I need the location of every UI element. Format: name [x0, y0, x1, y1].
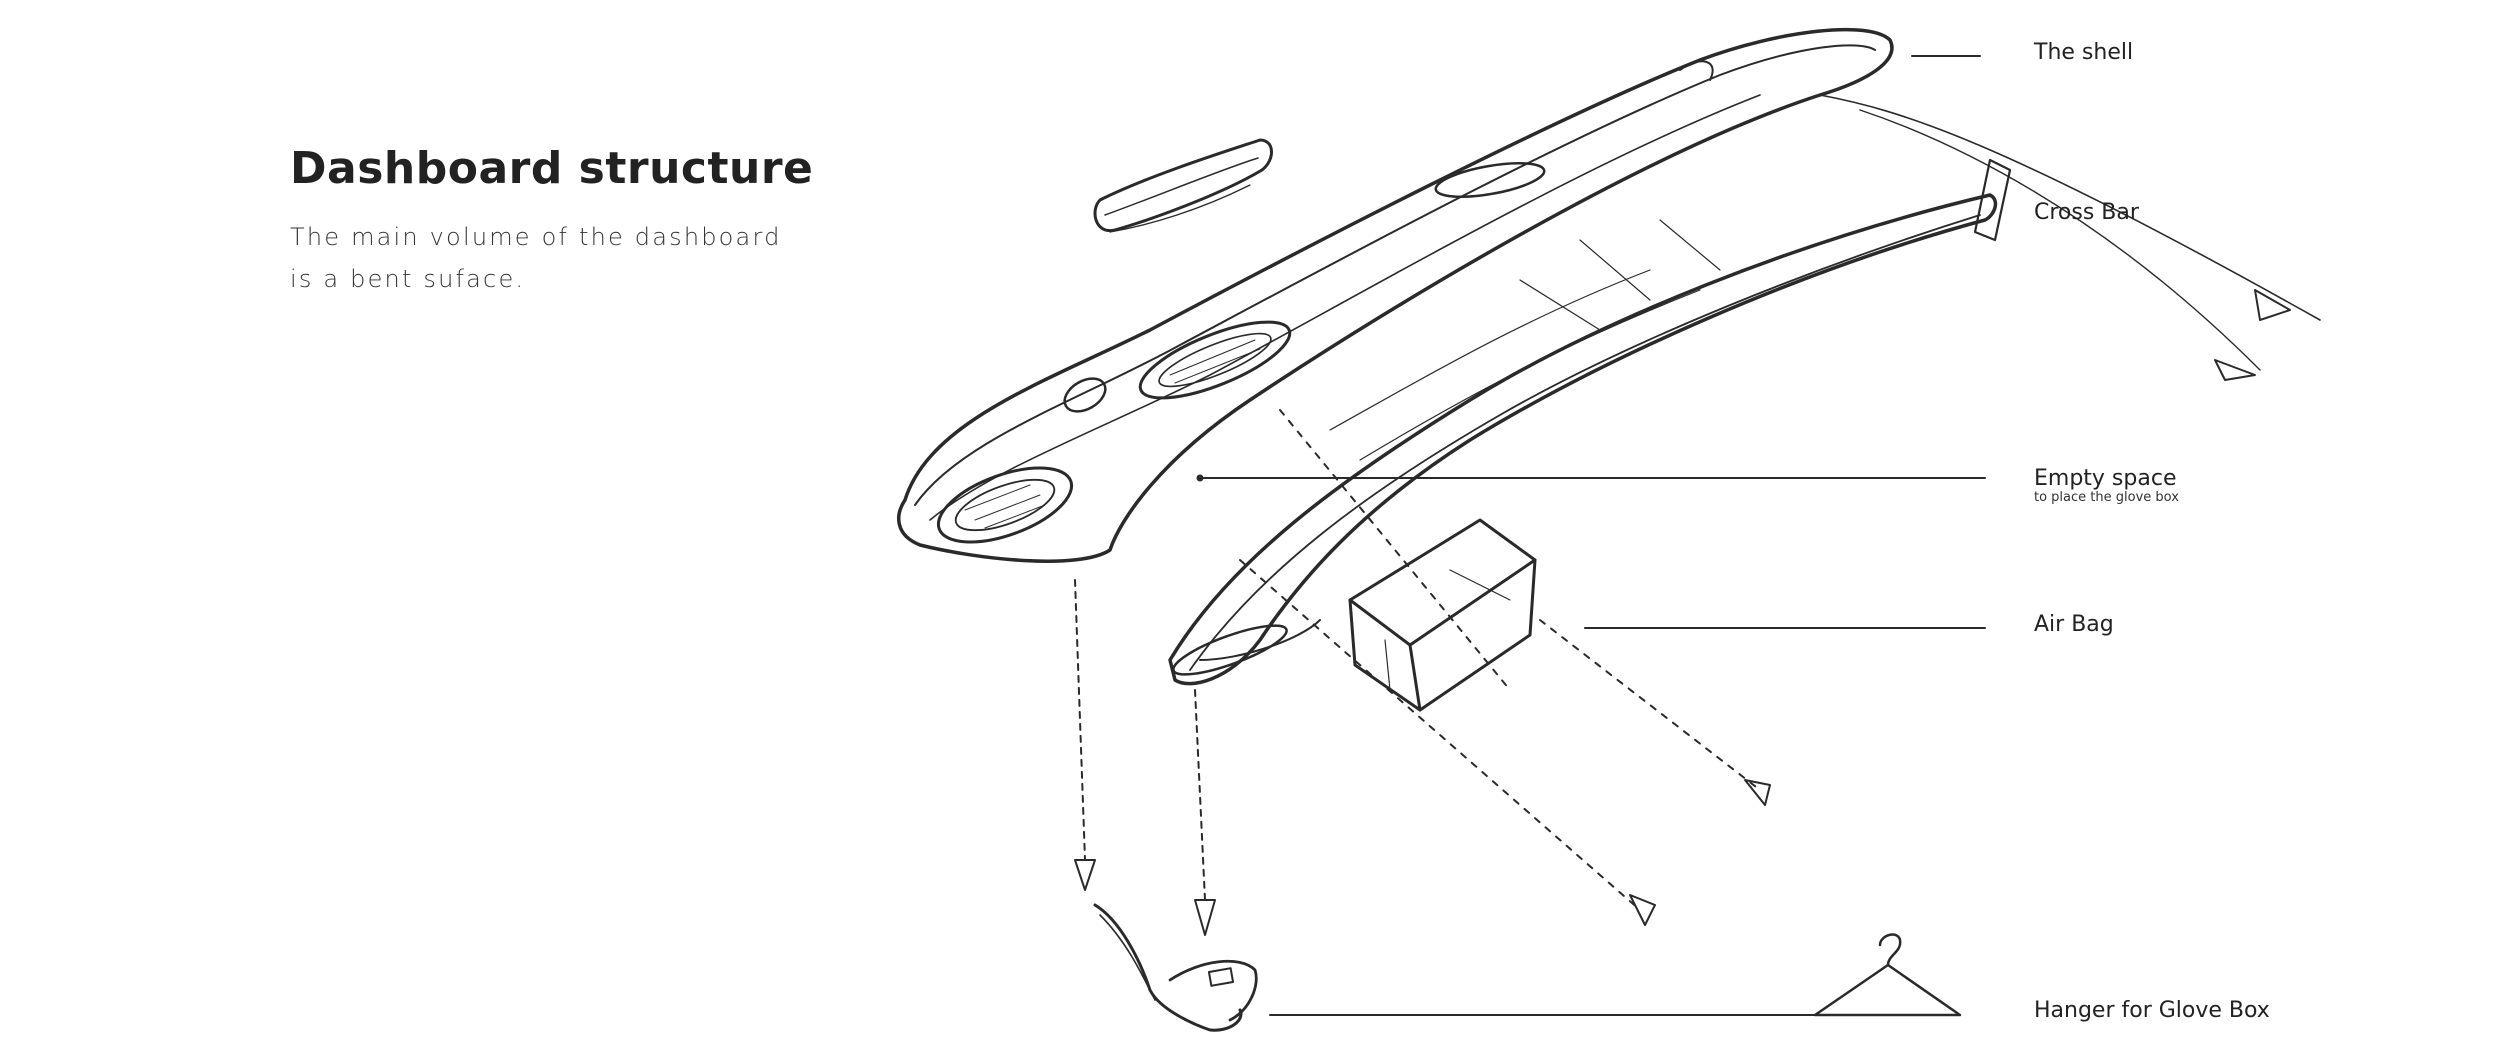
page-title: Dashboard structure	[290, 143, 814, 194]
description-line-2: is a bent suface.	[290, 265, 526, 293]
motion-lines	[1074, 409, 1771, 936]
callout-air-bag: Air Bag	[2034, 612, 2114, 637]
callout-hanger: Hanger for Glove Box	[2034, 998, 2270, 1023]
description-line-1: The main volume of the dashboard	[290, 223, 782, 251]
callout-shell: The shell	[2034, 40, 2134, 65]
leader-lines	[1196, 55, 1986, 1016]
callout-empty-space-sub: to place the glove box	[2034, 490, 2179, 505]
callout-empty-space: Empty space	[2034, 466, 2177, 491]
description: The main volume of the dashboard is a be…	[290, 216, 910, 300]
shell-sketch	[897, 27, 1894, 563]
callout-cross-bar: Cross Bar	[2034, 200, 2139, 225]
lower-panel-sketch	[1168, 94, 2321, 686]
airbag-sketch	[1348, 518, 1537, 712]
hanger-part-sketch	[1093, 903, 1258, 1032]
vent-cover-sketch	[1093, 138, 1273, 233]
hanger-icon	[1813, 933, 1962, 1017]
